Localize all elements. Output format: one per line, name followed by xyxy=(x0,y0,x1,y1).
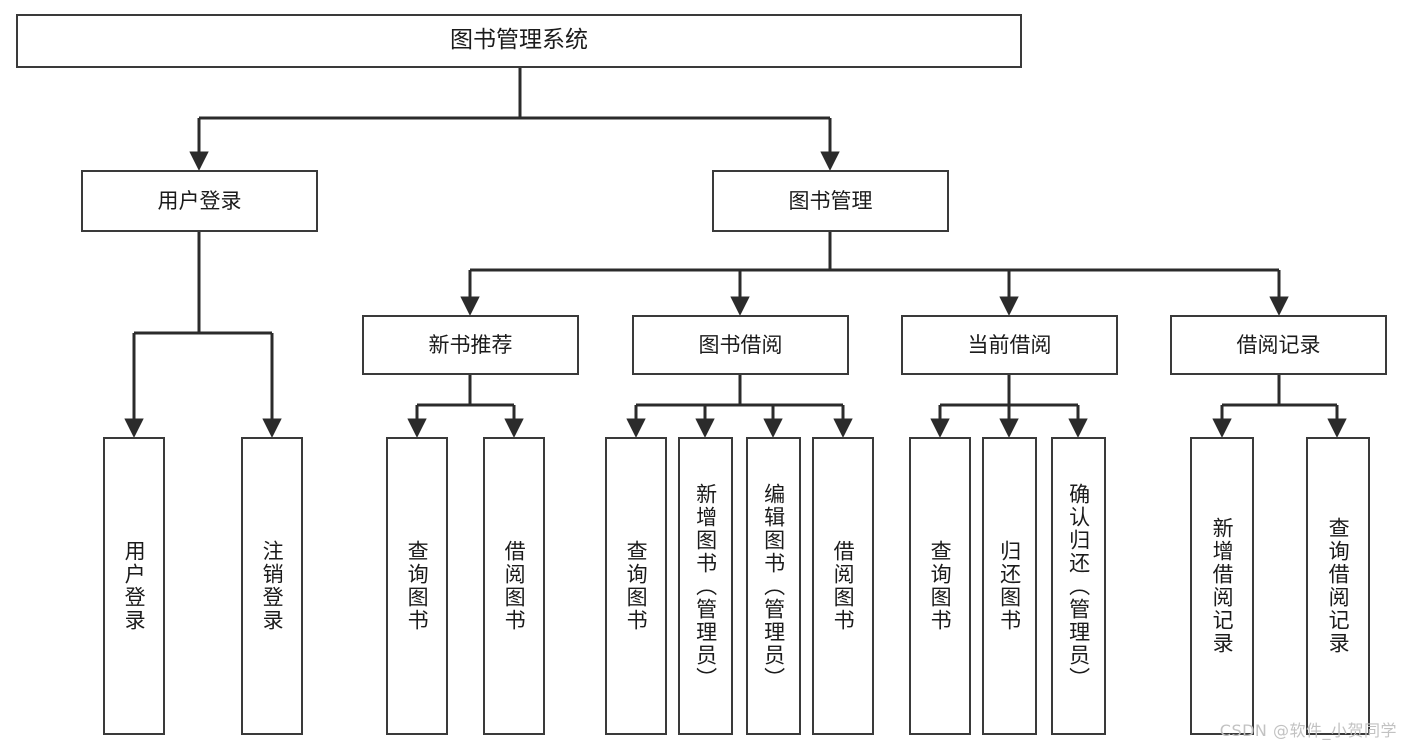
leaf-current-confirm-return-admin[interactable]: 确认归还（管理员） xyxy=(1051,437,1106,735)
node-current-borrow[interactable]: 当前借阅 xyxy=(901,315,1118,375)
node-label: 当前借阅 xyxy=(967,332,1052,357)
leaf-current-return-book[interactable]: 归还图书 xyxy=(982,437,1037,735)
node-label: 查询图书 xyxy=(928,540,953,632)
node-book-management[interactable]: 图书管理 xyxy=(712,170,949,232)
node-root-book-management-system[interactable]: 图书管理系统 xyxy=(16,14,1022,68)
node-label: 归还图书 xyxy=(997,540,1022,632)
node-label: 图书管理系统 xyxy=(450,27,588,54)
node-label: 查询借阅记录 xyxy=(1326,517,1351,655)
leaf-logout[interactable]: 注销登录 xyxy=(241,437,303,735)
node-label: 查询图书 xyxy=(405,540,430,632)
node-label: 查询图书 xyxy=(624,540,649,632)
leaf-user-login[interactable]: 用户登录 xyxy=(103,437,165,735)
node-label: 借阅图书 xyxy=(831,540,856,632)
node-label: 新增借阅记录 xyxy=(1210,517,1235,655)
csdn-watermark: CSDN @软件_小贺同学 xyxy=(1219,721,1397,740)
node-book-borrow[interactable]: 图书借阅 xyxy=(632,315,849,375)
leaf-record-add-borrow-record[interactable]: 新增借阅记录 xyxy=(1190,437,1254,735)
node-new-book-recommend[interactable]: 新书推荐 xyxy=(362,315,579,375)
leaf-borrow-query-book[interactable]: 查询图书 xyxy=(605,437,667,735)
node-user-login[interactable]: 用户登录 xyxy=(81,170,318,232)
leaf-current-query-book[interactable]: 查询图书 xyxy=(909,437,971,735)
node-label: 借阅记录 xyxy=(1236,332,1321,357)
node-label: 确认归还（管理员） xyxy=(1066,482,1091,690)
leaf-record-query-borrow-record[interactable]: 查询借阅记录 xyxy=(1306,437,1370,735)
leaf-borrow-add-book-admin[interactable]: 新增图书（管理员） xyxy=(678,437,733,735)
leaf-borrow-borrow-book[interactable]: 借阅图书 xyxy=(812,437,874,735)
node-label: 用户登录 xyxy=(122,540,147,632)
node-label: 用户登录 xyxy=(157,188,242,213)
node-label: 注销登录 xyxy=(260,540,285,632)
node-label: 编辑图书（管理员） xyxy=(761,482,786,690)
node-label: 图书借阅 xyxy=(698,332,783,357)
leaf-borrow-edit-book-admin[interactable]: 编辑图书（管理员） xyxy=(746,437,801,735)
node-borrow-record[interactable]: 借阅记录 xyxy=(1170,315,1387,375)
leaf-new-book-borrow-book[interactable]: 借阅图书 xyxy=(483,437,545,735)
node-label: 图书管理 xyxy=(788,188,873,213)
node-label: 新增图书（管理员） xyxy=(693,482,718,690)
node-label: 借阅图书 xyxy=(502,540,527,632)
node-label: 新书推荐 xyxy=(428,332,513,357)
leaf-new-book-query-book[interactable]: 查询图书 xyxy=(386,437,448,735)
